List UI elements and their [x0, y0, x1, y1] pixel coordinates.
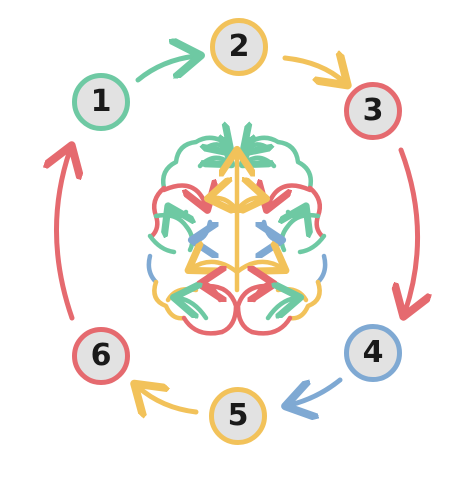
step-6-node: 6 [72, 327, 130, 385]
step-3-node: 3 [344, 82, 402, 140]
step-4-label: 4 [362, 335, 384, 370]
arrow-5-to-6 [138, 387, 199, 412]
arrow-4-to-5 [290, 377, 343, 405]
arrow-1-to-2 [135, 56, 196, 83]
step-1-node: 1 [72, 73, 130, 131]
arrow-6-to-1 [56, 150, 72, 321]
step-2-node: 2 [210, 18, 268, 76]
step-6-label: 6 [90, 338, 112, 373]
step-2-label: 2 [228, 29, 250, 64]
step-4-node: 4 [344, 324, 402, 382]
step-5-label: 5 [227, 398, 249, 433]
brain-icon [146, 138, 328, 336]
arrow-3-to-4 [401, 147, 418, 312]
step-1-label: 1 [90, 84, 112, 119]
step-5-node: 5 [209, 387, 267, 445]
step-3-label: 3 [362, 93, 384, 128]
arrow-2-to-3 [282, 58, 344, 82]
